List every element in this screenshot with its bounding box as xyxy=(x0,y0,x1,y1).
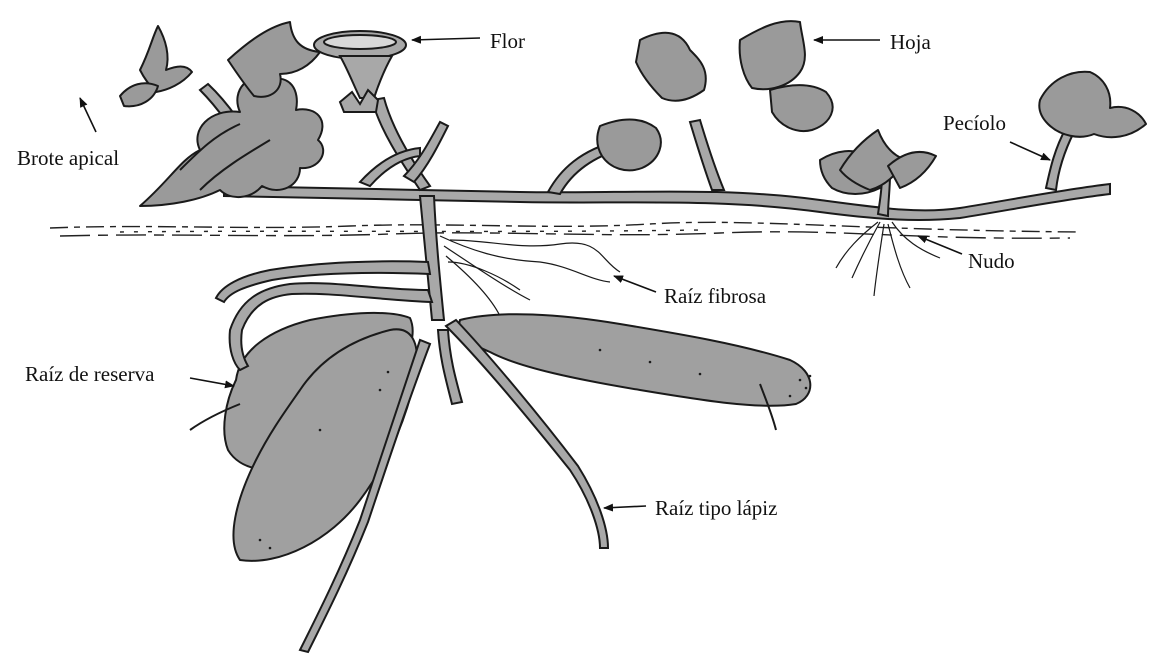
flower xyxy=(314,31,406,112)
label-brote-apical: Brote apical xyxy=(17,148,119,169)
label-flor: Flor xyxy=(490,31,525,52)
arrow-flor xyxy=(412,38,480,40)
storage-roots xyxy=(190,313,810,561)
arrow-raiz-lapiz xyxy=(604,506,646,508)
arrow-peciolo xyxy=(1010,142,1050,160)
label-peciolo: Pecíolo xyxy=(943,113,1006,134)
soil-surface-line xyxy=(50,222,1080,238)
label-nudo: Nudo xyxy=(968,251,1015,272)
label-raiz-fibrosa: Raíz fibrosa xyxy=(664,286,766,307)
arrow-brote-apical xyxy=(80,98,96,132)
label-hoja: Hoja xyxy=(890,32,931,53)
label-raiz-reserva: Raíz de reserva xyxy=(25,364,154,385)
arrow-raiz-fibrosa xyxy=(614,276,656,292)
label-raiz-lapiz: Raíz tipo lápiz xyxy=(655,498,777,519)
arrow-raiz-reserva xyxy=(190,378,234,386)
